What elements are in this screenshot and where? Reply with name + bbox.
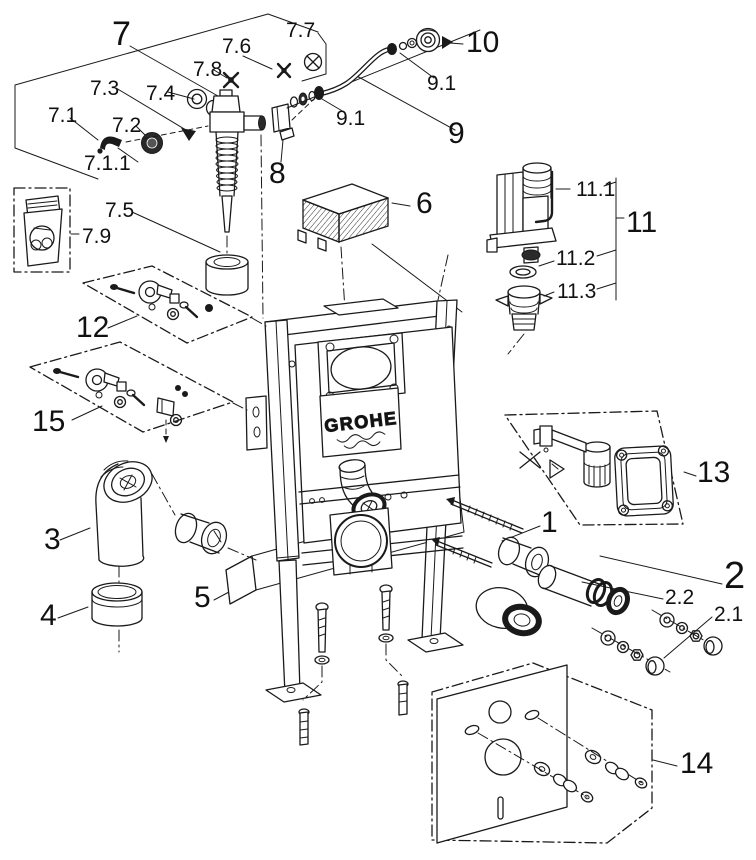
part-label-13: 13 [697,456,730,489]
part-label-3: 3 [44,523,61,556]
part-label-11-3: 11.3 [557,280,596,303]
service-kit-box-7-9 [13,187,71,273]
actuation-parts-box-13 [504,410,697,526]
part-label-9-1-right: 9.1 [427,72,456,95]
installation-frame: GROHE [245,298,464,746]
part-label-7-2: 7.2 [112,114,141,137]
part-label-11-2: 11.2 [556,247,595,270]
part-label-7-9: 7.9 [82,225,111,248]
part-label-2: 2 [724,555,745,597]
pipe-clamp [329,507,393,576]
frame-feet [265,555,464,703]
fixing-set-2 [475,536,725,676]
part-label-7-5: 7.5 [105,199,134,222]
part-label-7-4: 7.4 [146,82,176,105]
part-label-7-6: 7.6 [222,35,251,58]
fill-valve-assembly-7 [97,52,323,319]
part-label-10: 10 [466,26,499,59]
part-label-7-3: 7.3 [90,77,119,100]
part-label-6: 6 [416,187,433,220]
threaded-rod-1 [431,497,541,568]
connector-sleeve [174,512,257,561]
part-label-7-7: 7.7 [286,19,315,42]
part-label-5: 5 [194,581,211,614]
part-label-14: 14 [680,747,713,780]
supply-hose-9 [286,29,481,131]
part-label-4: 4 [40,599,57,632]
sound-insulation-set-14 [431,662,678,844]
part-label-8: 8 [269,157,286,190]
part-label-7-8: 7.8 [193,58,222,81]
callout-lines-top [14,13,327,253]
part-label-2-1: 2.1 [714,603,743,626]
part-label-7: 7 [112,15,131,53]
part-label-11-1: 11.1 [576,178,615,201]
mounting-bracket-set-15 [29,341,248,443]
grohe-logo: GROHE [319,387,402,458]
anchor-bolts [298,584,409,746]
part-label-7-1: 7.1 [48,104,77,127]
part-label-1: 1 [541,506,558,539]
flush-plate-opening [317,332,406,403]
flush-valve-11 [437,162,625,355]
part-label-9-1-left: 9.1 [336,107,365,130]
sealing-cap-4 [57,565,143,653]
outlet-bend-3 [59,460,257,567]
part-label-15: 15 [32,405,65,438]
part-label-11: 11 [626,206,657,239]
part-label-9: 9 [448,117,465,150]
angle-valve-10 [415,27,464,53]
part-label-12: 12 [76,311,109,344]
part-label-7-1-1: 7.1.1 [84,152,131,175]
mounting-bracket-set-12 [82,265,267,344]
part-labels: 7 7.6 7.7 7.8 7.3 7.4 10 9.1 7.1 7.2 9.1… [32,15,745,780]
part-label-2-2: 2.2 [665,586,694,609]
